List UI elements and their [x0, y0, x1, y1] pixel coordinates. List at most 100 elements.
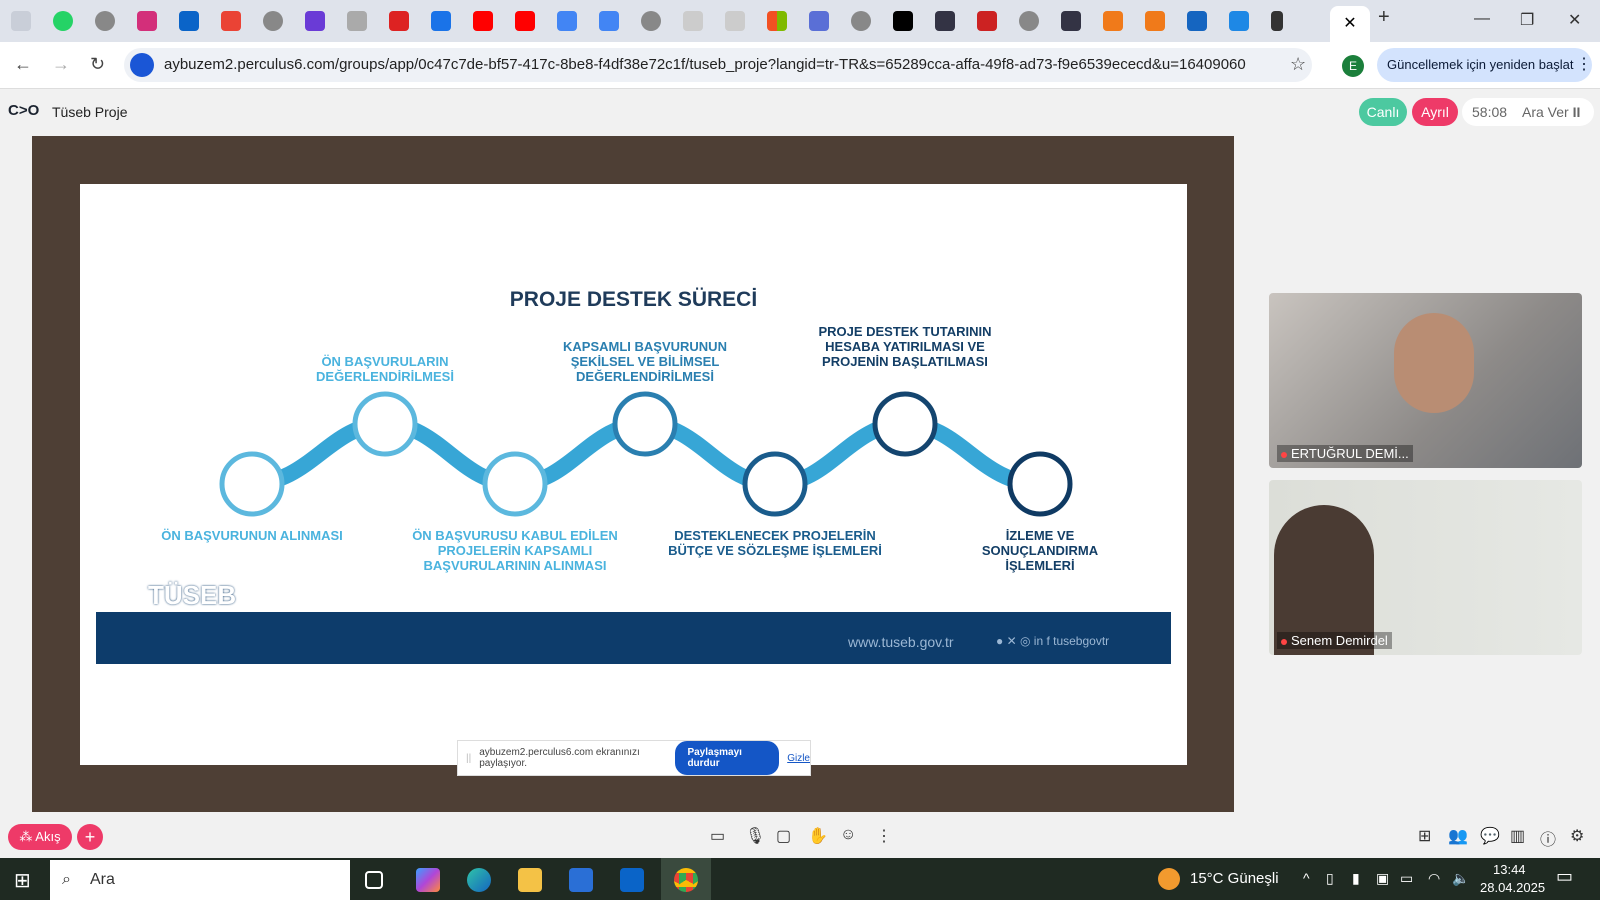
active-tab-close-button[interactable]: ✕: [1330, 6, 1370, 42]
p-bookmark-icon[interactable]: [431, 11, 451, 31]
windows-taskbar: ⊞ ⌕Ara 15°C Güneşli ^ ▯ ▮ ▣ ▭ ◠ 🔈 13:44 …: [0, 858, 1600, 900]
participants-icon[interactable]: 👥: [1448, 828, 1468, 845]
notifications-icon[interactable]: ▭: [1556, 866, 1574, 886]
task-view-icon[interactable]: [365, 871, 383, 889]
search-icon: ⌕: [62, 871, 71, 888]
globe-bookmark-icon[interactable]: [1019, 11, 1039, 31]
hide-notice-link[interactable]: Gizle: [787, 752, 810, 764]
step-7-label: İZLEME VE SONUÇLANDIRMA İŞLEMLERİ: [981, 528, 1099, 573]
microsoft-bookmark-icon[interactable]: [767, 11, 787, 31]
close-window-icon[interactable]: ✕: [1568, 12, 1582, 29]
wikipedia-bookmark-icon[interactable]: [893, 11, 913, 31]
globe-bookmark-icon[interactable]: [95, 11, 115, 31]
stop-sharing-button[interactable]: Paylaşmayı durdur: [675, 741, 780, 775]
copilot-icon[interactable]: [416, 868, 440, 892]
e-bookmark-icon[interactable]: [1103, 11, 1123, 31]
settings-gear-icon[interactable]: ⚙: [1570, 828, 1585, 845]
apps-icon[interactable]: ⊞: [1418, 828, 1432, 845]
windows-start-icon[interactable]: ⊞: [14, 870, 31, 892]
bookmark-star-icon[interactable]: ☆: [1290, 54, 1307, 74]
globe-bookmark-icon[interactable]: [851, 11, 871, 31]
sn-bookmark-icon[interactable]: [977, 11, 997, 31]
mail-bookmark-icon[interactable]: [137, 11, 157, 31]
volume-icon[interactable]: 🔈: [1452, 870, 1470, 886]
weather-text[interactable]: 15°C Güneşli: [1190, 870, 1279, 887]
minimize-icon[interactable]: —: [1474, 10, 1490, 27]
site-info-icon[interactable]: [130, 53, 154, 77]
restore-icon[interactable]: ❐: [1520, 12, 1535, 29]
reload-icon[interactable]: ↻: [90, 54, 106, 74]
step-4-icon: [612, 391, 678, 457]
translate-bookmark-icon[interactable]: [599, 11, 619, 31]
taskbar-search-input[interactable]: ⌕Ara: [50, 860, 350, 900]
doc-bookmark-icon[interactable]: [725, 11, 745, 31]
edge-icon[interactable]: [467, 868, 491, 892]
app-bookmark-icon[interactable]: [347, 11, 367, 31]
more-options-icon[interactable]: ⋮: [876, 828, 892, 845]
url-input[interactable]: aybuzem2.perculus6.com/groups/app/0c47c7…: [124, 48, 1312, 82]
page-title: Tüseb Proje: [52, 104, 128, 120]
doc-bookmark-icon[interactable]: [683, 11, 703, 31]
gmail-bookmark-icon[interactable]: [221, 11, 241, 31]
add-button[interactable]: +: [77, 824, 103, 850]
update-restart-button[interactable]: Güncellemek için yeniden başlat⋮: [1377, 48, 1592, 82]
translate-bookmark-icon[interactable]: [557, 11, 577, 31]
youtube-bookmark-icon[interactable]: [515, 11, 535, 31]
slide-footer-band: www.tuseb.gov.tr ● ✕ ◎ in f tusebgovtr: [96, 612, 1171, 664]
info-icon[interactable]: ⓘ: [1540, 832, 1557, 849]
tray-overflow-icon[interactable]: ^: [1303, 870, 1310, 886]
outlook-icon[interactable]: [620, 868, 644, 892]
back-icon[interactable]: ←: [14, 54, 32, 74]
app-bookmark-icon[interactable]: [305, 11, 325, 31]
app-bookmark-icon[interactable]: [809, 11, 829, 31]
stats-icon[interactable]: ▥: [1510, 828, 1526, 845]
emoji-icon[interactable]: ☺: [840, 826, 857, 843]
forward-icon[interactable]: →: [52, 54, 70, 74]
screen-share-icon[interactable]: ▢: [776, 828, 792, 845]
app-bookmark-icon[interactable]: [1061, 11, 1081, 31]
pdf-bookmark-icon[interactable]: [389, 11, 409, 31]
camera-icon[interactable]: ▭: [710, 828, 726, 845]
camera-tray-icon[interactable]: ▯: [1326, 870, 1334, 886]
timer-value: 58:08: [1472, 104, 1508, 120]
battery-icon[interactable]: ▭: [1400, 870, 1414, 886]
more-tabs-icon[interactable]: [1271, 11, 1283, 31]
display-tray-icon[interactable]: ▣: [1376, 870, 1390, 886]
tab-search-icon[interactable]: [11, 11, 31, 31]
globe-bookmark-icon[interactable]: [641, 11, 661, 31]
weather-icon[interactable]: [1158, 868, 1180, 890]
globe-bookmark-icon[interactable]: [263, 11, 283, 31]
store-icon[interactable]: [569, 868, 593, 892]
outlook-bookmark-icon[interactable]: [179, 11, 199, 31]
pause-icon: II: [1572, 104, 1581, 120]
clock-date[interactable]: 28.04.2025: [1480, 880, 1546, 895]
microphone-icon[interactable]: 🎙: [745, 828, 766, 845]
step-3-label: ÖN BAŞVURUSU KABUL EDİLEN PROJELERİN KAP…: [412, 528, 618, 573]
whatsapp-bookmark-icon[interactable]: [53, 11, 73, 31]
app-header: C>O Tüseb Proje Canlı Ayrıl 58:08 Ara Ve…: [0, 90, 1600, 134]
chrome-taskbar-button[interactable]: [661, 858, 711, 900]
pause-button[interactable]: Ara Ver II: [1522, 98, 1580, 126]
participant-video-tile[interactable]: Senem Demirdel: [1269, 480, 1582, 655]
raise-hand-icon[interactable]: ✋: [808, 828, 828, 845]
app-bookmark-icon[interactable]: [935, 11, 955, 31]
participant-video: [1274, 505, 1374, 655]
new-tab-button[interactable]: +: [1378, 6, 1390, 28]
participant-video-tile[interactable]: ERTUĞRUL DEMİ...: [1269, 293, 1582, 468]
menu-kebab-icon[interactable]: ⋮: [1576, 56, 1592, 73]
flow-button[interactable]: ⁂ Akış: [8, 824, 72, 850]
chat-icon[interactable]: 💬: [1480, 828, 1500, 845]
leave-button[interactable]: Ayrıl: [1412, 98, 1458, 126]
drag-handle-icon[interactable]: ||: [466, 752, 472, 764]
file-explorer-icon[interactable]: [518, 868, 542, 892]
clock-time[interactable]: 13:44: [1493, 862, 1526, 877]
e-bookmark-icon[interactable]: [1145, 11, 1165, 31]
app-bookmark-icon[interactable]: [1187, 11, 1207, 31]
wifi-icon[interactable]: ◠: [1428, 870, 1441, 886]
profile-avatar[interactable]: E: [1342, 55, 1364, 77]
microphone-tray-icon[interactable]: ▮: [1352, 870, 1360, 886]
app-bookmark-icon[interactable]: [1229, 11, 1249, 31]
step-6-label: PROJE DESTEK TUTARININ HESABA YATIRILMAS…: [818, 324, 992, 369]
youtube-bookmark-icon[interactable]: [473, 11, 493, 31]
tuseb-logo: TÜSEB: [148, 580, 237, 610]
